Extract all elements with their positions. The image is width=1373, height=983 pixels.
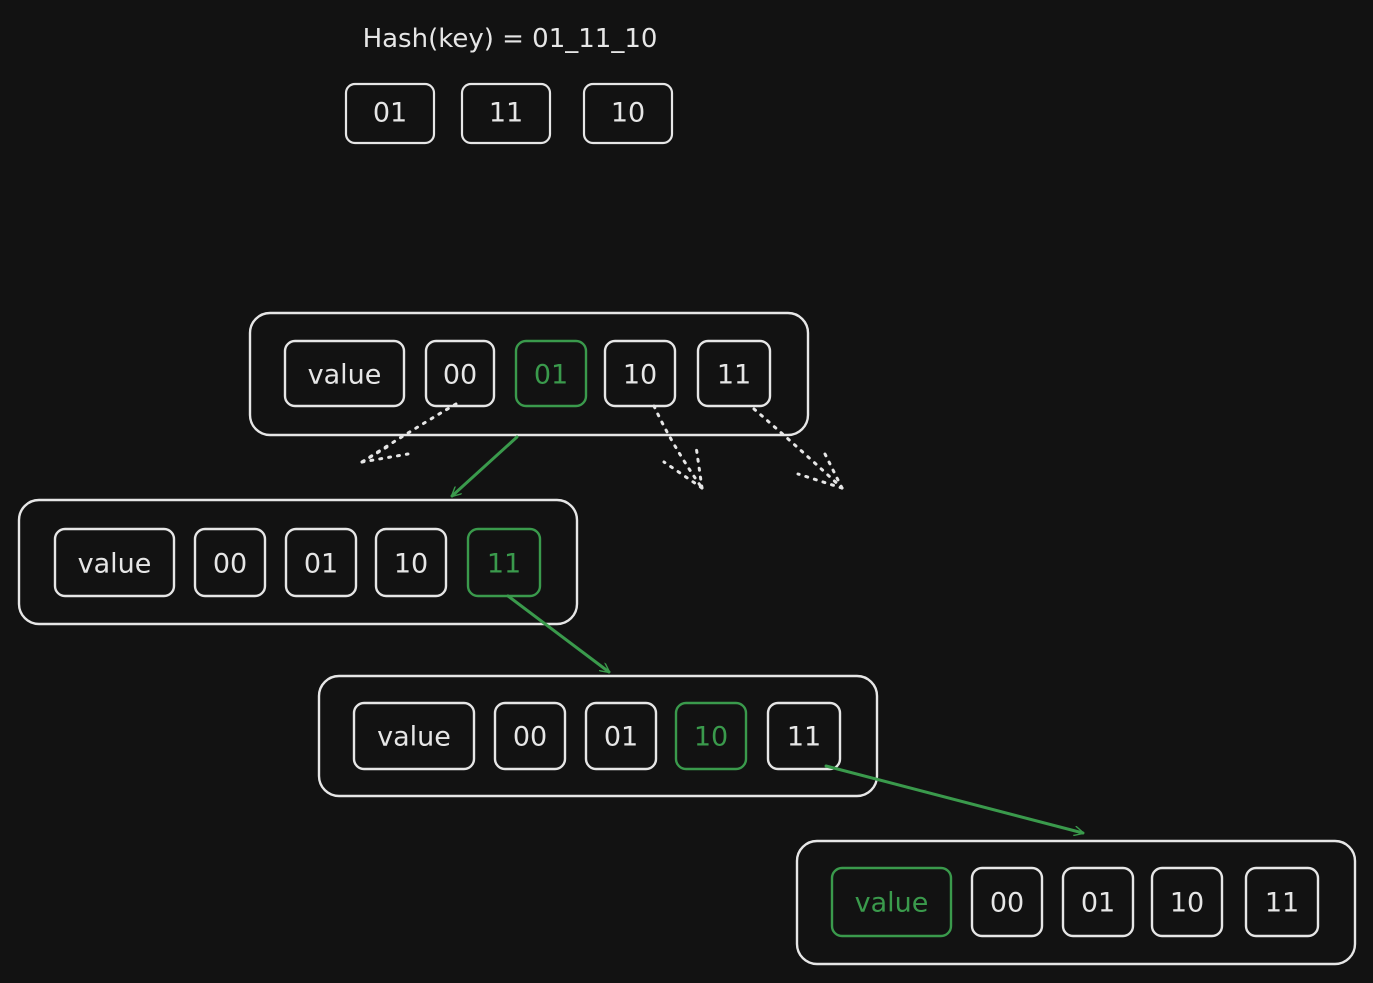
node-slot-10-label: 10 [622,359,658,390]
trie-node [248,311,810,437]
node-slot-10 [674,701,748,771]
node-slot-11-label: 11 [716,359,752,390]
trie-node [795,839,1357,966]
node-slot-00-label: 00 [442,359,478,390]
dotted-pointer-head [662,460,704,490]
node-slot-11-label: 11 [486,548,522,579]
node-slot-11 [696,339,772,408]
node-slot-01-label: 01 [533,359,569,390]
node-slot-11-label: 11 [786,721,822,753]
trie-node [317,674,879,798]
node-slot-10 [1150,866,1224,938]
node-value-cell [283,339,406,408]
hash-part-box [344,82,436,145]
node-slot-01 [1061,866,1135,938]
node-slot-11 [1244,866,1320,938]
node-slot-10-label: 10 [1169,887,1205,919]
node-slot-10 [374,527,448,598]
node-slot-10-label: 10 [693,721,729,753]
node-slot-01 [584,701,658,771]
traversal-arrow [824,764,1083,833]
hash-part-label: 01 [372,97,408,129]
node-slot-00 [493,701,567,771]
hash-part-box [460,82,552,145]
dotted-pointer-head [796,472,844,490]
node-slot-00 [970,866,1044,938]
dotted-pointer [752,407,844,490]
hash-part-label: 10 [610,97,646,129]
node-slot-11-label: 11 [1264,887,1300,919]
hash-part-box [582,82,674,145]
dotted-pointer-head [360,442,394,464]
node-value-cell-label: value [307,359,382,390]
dotted-pointer-head [360,452,410,464]
node-slot-10-label: 10 [393,548,429,579]
node-slot-01-label: 01 [303,548,339,579]
node-slot-00-label: 00 [212,548,248,579]
node-value-cell-label: value [854,887,929,919]
node-slot-11 [466,527,542,598]
node-value-cell-label: value [377,721,451,753]
node-slot-01-label: 01 [603,721,639,753]
node-slot-00-label: 00 [989,887,1025,919]
node-value-cell-label: value [77,548,152,579]
traversal-arrow [452,435,519,496]
node-slot-00 [193,527,267,598]
node-value-cell [352,701,476,771]
node-slot-01 [514,339,588,408]
traversal-arrow [506,594,609,672]
hash-label: Hash(key) = 01_11_10 [362,24,658,54]
node-slot-11 [766,701,842,771]
trie-node [17,498,579,626]
node-slot-00 [424,339,496,408]
node-value-cell [53,527,176,598]
dotted-pointer [360,402,458,464]
node-slot-01-label: 01 [1080,887,1116,919]
dotted-pointer [652,404,704,490]
dotted-pointer-head [694,444,704,490]
node-slot-01 [284,527,358,598]
node-slot-10 [603,339,677,408]
hash-part-label: 11 [488,97,524,129]
node-value-cell [830,866,953,938]
node-slot-00-label: 00 [512,721,548,753]
dotted-pointer-head [820,446,844,490]
